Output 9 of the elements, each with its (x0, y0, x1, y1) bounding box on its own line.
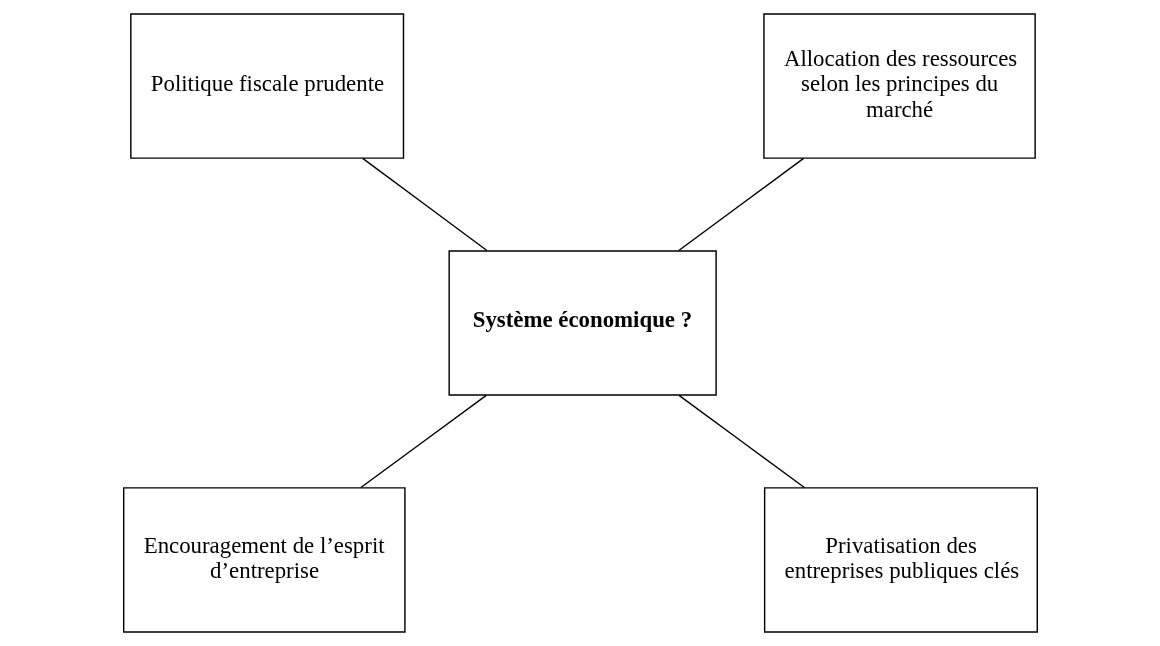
connector (361, 157, 488, 252)
node-box: Encouragement de l’esprit d’entreprise (122, 487, 406, 633)
connector (677, 157, 804, 252)
connector (359, 394, 487, 489)
node-box: Privatisation des entreprises publiques clés (763, 487, 1038, 633)
node-box: Allocation des ressources selon les principes du marché (762, 13, 1036, 159)
connector (677, 394, 805, 489)
node-box: Politique fiscale prudente (129, 13, 404, 159)
node-box: Système économique ? (447, 250, 717, 396)
